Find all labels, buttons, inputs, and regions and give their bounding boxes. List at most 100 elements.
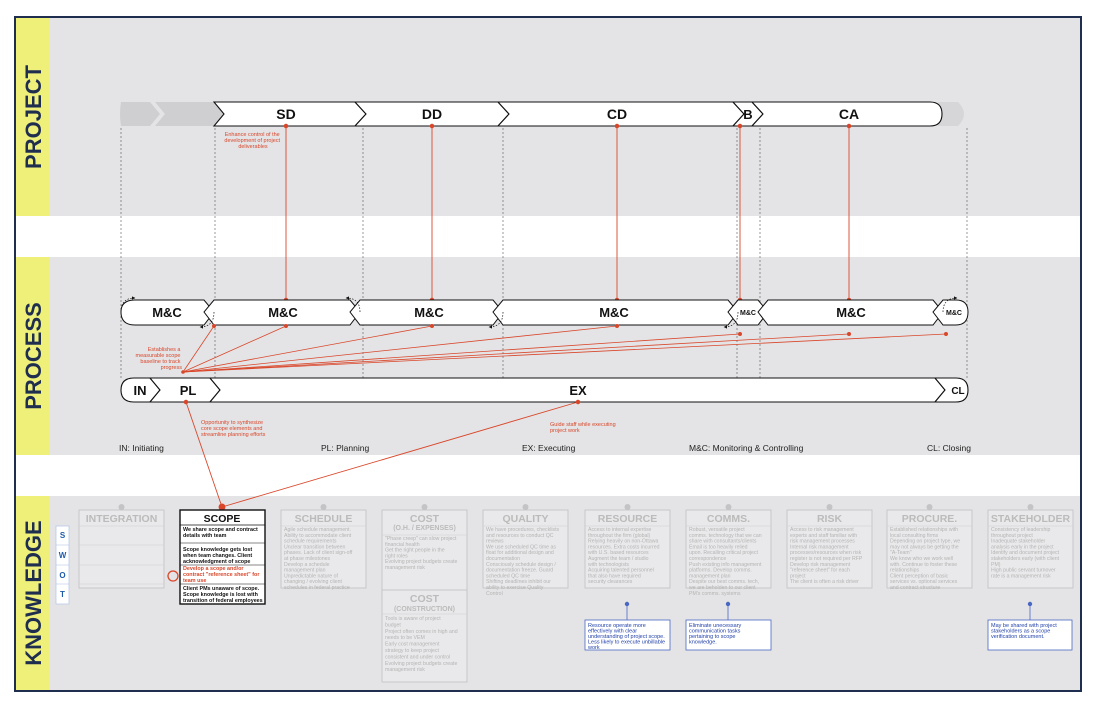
knowledge-card-title: PROCURE.	[902, 513, 958, 525]
phase-ca[interactable]	[750, 101, 943, 127]
knowledge-card-cost[interactable]: COST(O.H. / EXPENSES)"Phase creep" can s…	[381, 504, 468, 601]
mc-block-3[interactable]	[349, 299, 504, 326]
group-in[interactable]	[120, 377, 161, 403]
knowledge-card-line: "reference sheet" for each	[790, 568, 850, 574]
phase-guides	[120, 128, 968, 378]
knowledge-card-line: Evolving project budgets create	[385, 661, 457, 667]
project-side-tab	[16, 18, 50, 216]
knowledge-card-cost-construction[interactable]: COST(CONSTRUCTION)Tools is aware of proj…	[381, 589, 468, 683]
group-cl-label: CL	[951, 386, 964, 397]
knowledge-card-line: The client is often a risk driver	[790, 579, 859, 585]
knowledge-card-line: with technologists	[588, 562, 629, 568]
scope-card[interactable]: SCOPE We share scope and contract detail…	[167, 509, 266, 605]
pre-design-chevron	[120, 102, 160, 126]
knowledge-card-line: relationships	[890, 568, 920, 574]
project-lane: SD DD CD B CA Enhance control of the dev…	[120, 101, 964, 150]
knowledge-card-title: SCHEDULE	[295, 513, 353, 525]
knowledge-card-line: PM)	[991, 562, 1001, 568]
knowledge-card-line: Identify and document project	[991, 550, 1060, 556]
knowledge-card-line: Inadequate stakeholder	[991, 539, 1045, 545]
mc-block-2[interactable]	[203, 299, 361, 326]
group-ex-label: EX	[569, 383, 587, 398]
knowledge-card-line: stakeholders early (with client	[991, 556, 1060, 562]
knowledge-card-line: Access to risk management	[790, 527, 854, 533]
mc-block-5[interactable]	[727, 299, 769, 326]
project-band-label: PROJECT	[21, 64, 46, 168]
knowledge-card-line: Develop a schedule	[284, 562, 330, 568]
group-in-label: IN	[134, 383, 147, 398]
phase-dd-label: DD	[422, 106, 442, 122]
cost-construction-subtitle: (CONSTRUCTION)	[394, 606, 455, 613]
knowledge-card-line: Depending on project type, we	[890, 539, 960, 545]
comms-note: Eliminate unecessary communication tasks…	[685, 619, 772, 651]
knowledge-card-line: comms. technology that we can	[689, 533, 762, 539]
knowledge-card-line: that also have required	[588, 573, 641, 579]
svg-text:Resource operate more ef: Resource operate more effectively with c…	[587, 623, 667, 651]
mc-label-2: M&C	[268, 305, 298, 320]
legend-mc: M&C: Monitoring & Controlling	[689, 443, 804, 453]
knowledge-card-line: Early cost management	[385, 642, 440, 648]
knowledge-card-line: PM's comms. systems	[689, 591, 741, 597]
knowledge-side-tab	[16, 496, 50, 690]
knowledge-card-line: We have procedures, checklists	[486, 527, 560, 533]
mc-block-1[interactable]	[120, 299, 215, 326]
mc-block-6[interactable]	[757, 299, 944, 326]
knowledge-card-line: local consulting firms	[890, 533, 939, 539]
swot-t: T	[60, 590, 65, 599]
knowledge-card-line: Augment the team / studio	[588, 556, 649, 562]
knowledge-card-line: experts and staff familiar with	[790, 533, 857, 539]
knowledge-card-line: float for additional design and	[486, 550, 554, 556]
mc-block-7[interactable]	[932, 299, 969, 326]
scope-threat: Client PMs unaware of scope. Scope knowl…	[183, 586, 263, 604]
knowledge-card-line: share with consultants/clients	[689, 539, 757, 545]
knowledge-card-line: Unclear transition between	[284, 544, 346, 550]
knowledge-card-line: throughout project	[991, 533, 1033, 539]
knowledge-card-line: consistent and under control	[385, 654, 450, 660]
phase-sd-label: SD	[276, 106, 295, 122]
mc-label-7: M&C	[946, 310, 962, 317]
legend-ex: EX: Executing	[522, 443, 576, 453]
knowledge-card-line: Ability to accommodate client	[284, 533, 352, 539]
scope-opportunity-marker	[167, 570, 179, 582]
knowledge-card-subtitle: (O.H. / EXPENSES)	[393, 525, 456, 532]
knowledge-card-title: RESOURCE	[598, 513, 658, 525]
mc-block-4[interactable]	[492, 299, 739, 326]
knowledge-card-line: Despite our best comms. tech,	[689, 579, 759, 585]
group-cl[interactable]	[933, 377, 969, 403]
knowledge-card-line: Develop risk management	[790, 562, 851, 568]
mc-label-6: M&C	[836, 305, 866, 320]
knowledge-card-title: COMMS.	[707, 513, 750, 525]
knowledge-card-line: documentation	[486, 556, 520, 562]
pl-mc-links	[182, 323, 949, 373]
knowledge-card-line: and resources to conduct QC	[486, 533, 554, 539]
knowledge-band-label: KNOWLEDGE	[21, 520, 46, 665]
blue-note-links	[624, 601, 1033, 620]
mc-label-3: M&C	[414, 305, 444, 320]
scope-title: SCOPE	[204, 513, 241, 525]
swot-column: S W O T	[55, 525, 70, 605]
knowledge-card-line: at phase milestones	[284, 556, 331, 562]
knowledge-card-line: we are beholden to our client	[689, 585, 756, 591]
mc-loop-arrows	[120, 296, 958, 329]
resource-note: Resource operate more effectively with c…	[584, 619, 671, 651]
knowledge-card-line: management plan	[689, 573, 731, 579]
knowledge-card-line: management plan	[284, 568, 326, 574]
knowledge-card-line: Acquiring talented personnel	[588, 568, 654, 574]
mc-label-5: M&C	[740, 310, 756, 317]
knowledge-card-line: phases. Lack of client sign-off	[284, 550, 353, 556]
knowledge-card-line: Tools is aware of project	[385, 616, 441, 622]
knowledge-card-line: documentation freeze. Guard	[486, 568, 553, 574]
knowledge-card-procure[interactable]: PROCURE.Established relationships withlo…	[886, 504, 973, 591]
knowledge-card-title: STAKEHOLDER	[991, 513, 1071, 525]
knowledge-card-title: RISK	[817, 513, 843, 525]
knowledge-card-line: schedule requirements	[284, 539, 337, 545]
knowledge-card-integration[interactable]: INTEGRATION	[78, 504, 165, 589]
phase-b-label: B	[743, 107, 752, 122]
svg-text:Eliminate unecessary com: Eliminate unecessary communication tasks…	[689, 623, 743, 646]
